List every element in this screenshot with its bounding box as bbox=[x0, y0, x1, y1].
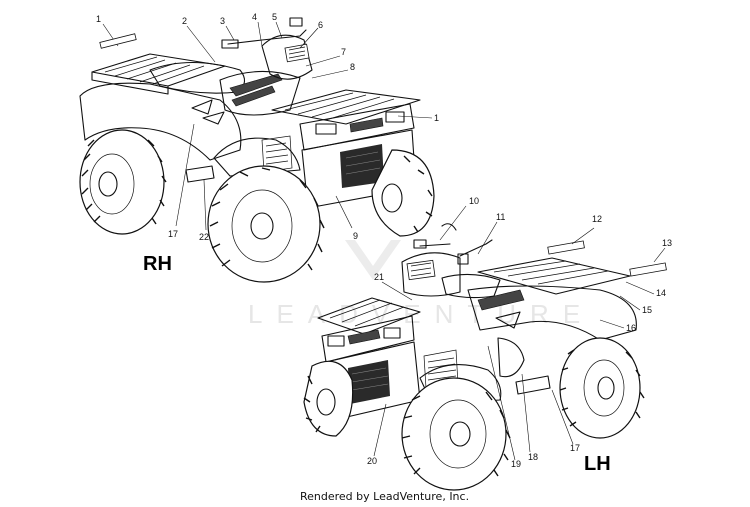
callout-rh-2: 2 bbox=[182, 16, 187, 26]
decal-strip-lh-12 bbox=[547, 240, 585, 255]
callout-rh-4: 4 bbox=[252, 12, 257, 22]
callout-lh-17: 17 bbox=[570, 443, 580, 453]
callout-lh-14: 14 bbox=[656, 288, 666, 298]
lh-leader-lines bbox=[373, 205, 666, 461]
callout-rh-6: 6 bbox=[318, 20, 323, 30]
atv-lh-illustration bbox=[303, 223, 645, 491]
watermark-text: LEADVENTURE bbox=[248, 299, 594, 329]
callout-lh-10: 10 bbox=[469, 196, 479, 206]
lh-callouts: 10 11 12 13 14 15 16 21 20 19 18 17 bbox=[367, 196, 672, 469]
callout-lh-12: 12 bbox=[592, 214, 602, 224]
callout-lh-11: 11 bbox=[496, 212, 505, 222]
callout-lh-15: 15 bbox=[642, 305, 652, 315]
callout-lh-18: 18 bbox=[528, 452, 538, 462]
callout-rh-5: 5 bbox=[272, 12, 277, 22]
callout-rh-3: 3 bbox=[220, 16, 225, 26]
rh-callouts: 1 2 3 4 5 6 7 8 1 9 17 22 bbox=[96, 12, 439, 242]
callout-lh-20: 20 bbox=[367, 456, 377, 466]
callout-rh-17: 17 bbox=[168, 229, 178, 239]
callout-rh-8: 8 bbox=[350, 62, 355, 72]
credit-text: Rendered by LeadVenture, Inc. bbox=[300, 490, 469, 503]
rh-leader-lines bbox=[102, 21, 433, 231]
callout-lh-21: 21 bbox=[374, 272, 384, 282]
decal-strip-rh bbox=[99, 33, 137, 49]
decal-strip-lh-13 bbox=[629, 262, 667, 277]
label-rh: RH bbox=[143, 253, 172, 275]
callout-rh-1: 1 bbox=[96, 14, 101, 24]
callout-lh-16: 16 bbox=[626, 323, 636, 333]
callout-lh-19: 19 bbox=[511, 459, 521, 469]
callout-rh-7: 7 bbox=[341, 47, 346, 57]
callout-rh-9: 9 bbox=[353, 231, 358, 241]
callout-lh-13: 13 bbox=[662, 238, 672, 248]
callout-rh-1b: 1 bbox=[434, 113, 439, 123]
label-lh: LH bbox=[584, 453, 611, 475]
atv-rh-illustration bbox=[79, 17, 435, 283]
callout-rh-22: 22 bbox=[199, 232, 209, 242]
